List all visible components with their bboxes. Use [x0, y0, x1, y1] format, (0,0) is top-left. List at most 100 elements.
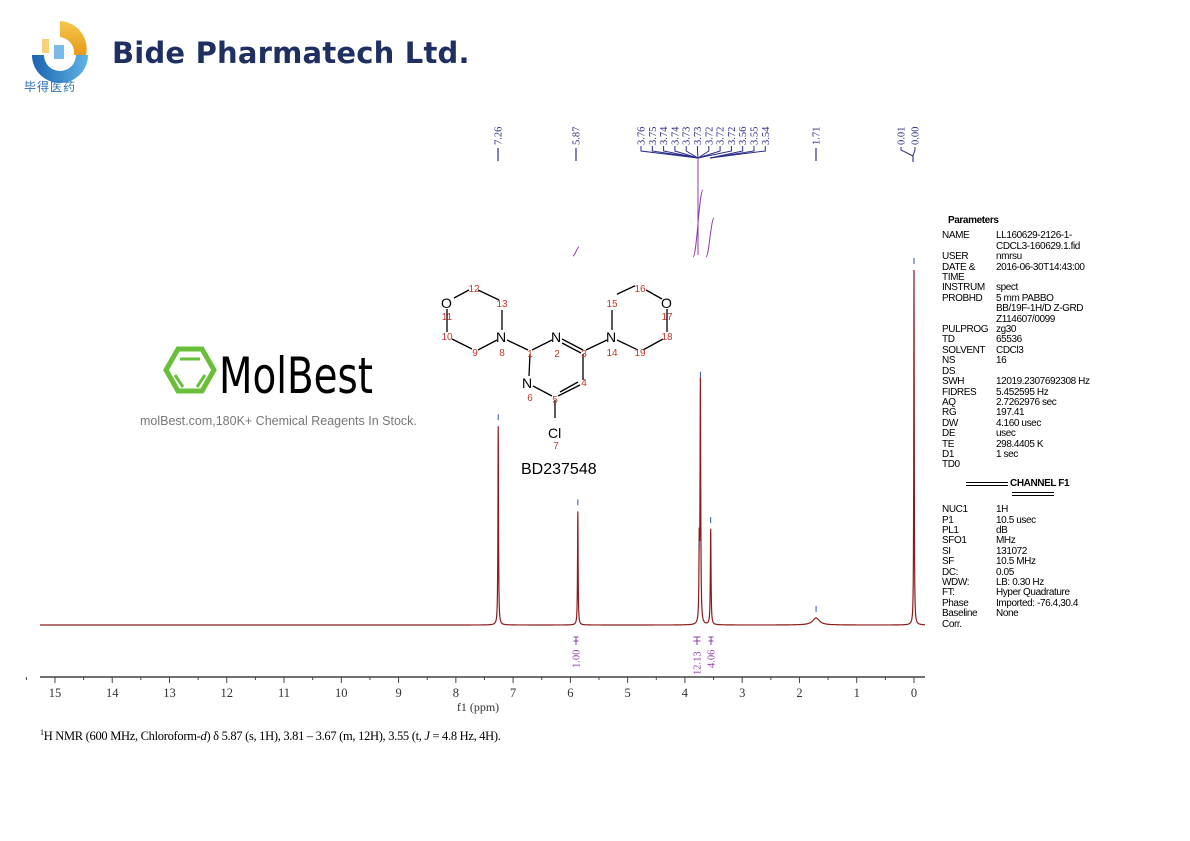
parameter-key: TE	[942, 438, 954, 450]
parameter-row: Corr.	[942, 618, 1090, 630]
parameter-value: 5 mm PABBO BB/19F-1H/D Z-GRD Z114607/009…	[996, 292, 1084, 325]
caption-text: = 4.8 Hz, 4H).	[429, 729, 501, 744]
parameter-value: 4.160 usec	[996, 417, 1041, 429]
benzene-logo-icon	[163, 346, 217, 394]
peak-label: 0.00	[911, 127, 922, 145]
atom-nitrogen-14: N	[606, 329, 616, 345]
parameter-row: DS	[942, 366, 1090, 377]
peak-label-connector	[697, 146, 699, 159]
chemical-structure: O O N N N N Cl 1 2 3 4 5 6 7 8 9 10 11 1…	[441, 284, 673, 478]
parameter-row: FT:Hyper Quadrature	[942, 587, 1090, 599]
parameter-row: WDW: LB: 0.30 Hz	[942, 577, 1090, 588]
parameter-key: Corr.	[942, 618, 962, 630]
parameter-key: NUC1	[942, 504, 968, 516]
parameter-value: LB: 0.30 Hz	[996, 577, 1044, 588]
peak-label: 3.56	[738, 127, 749, 145]
parameter-key: DW	[942, 417, 958, 429]
peak-label: 0.01	[897, 127, 908, 145]
x-tick-label: 9	[395, 686, 401, 700]
parameter-value: nmrsu	[996, 251, 1022, 263]
parameter-key: TD0	[942, 459, 960, 471]
parameter-value: 2016-06-30T14:43:00	[996, 261, 1085, 273]
integral-curve	[692, 189, 704, 258]
integral-bracket	[693, 636, 701, 645]
x-tick-label: 12	[221, 686, 234, 700]
atom-number: 1	[527, 349, 533, 360]
peak-label: 3.73	[682, 127, 693, 145]
x-tick-label: 2	[796, 686, 802, 700]
peak-label-connector	[663, 146, 699, 159]
x-tick-label: 10	[335, 686, 348, 700]
parameter-row: DC:0.05	[942, 566, 1090, 578]
peak-label: 3.74	[659, 126, 670, 145]
atom-number: 14	[606, 348, 618, 359]
parameter-value: 10.5 MHz	[996, 556, 1036, 568]
caption-text: ) δ 5.87 (s, 1H), 3.81 – 3.67 (m, 12H), …	[206, 729, 425, 744]
parameter-value: 298.4405 K	[996, 438, 1044, 450]
parameter-value: spect	[996, 282, 1018, 294]
atom-number: 3	[581, 349, 587, 360]
parameter-row: INSTRUM spect	[942, 282, 1090, 294]
parameter-key: INSTRUM	[942, 282, 985, 294]
atom-number: 19	[634, 348, 646, 359]
peak-label-connector	[640, 146, 699, 159]
atom-number: 7	[553, 441, 559, 452]
parameter-key: Phase	[942, 597, 969, 609]
x-tick-label: 3	[739, 686, 745, 700]
parameter-key: DE	[942, 428, 956, 440]
x-tick-label: 14	[106, 686, 119, 700]
parameter-value: dB	[996, 524, 1008, 536]
logo-chinese-text: 毕得医药	[24, 80, 77, 94]
peak-label-connector	[674, 146, 699, 159]
nmr-caption: 1H NMR (600 MHz, Chloroform-d) δ 5.87 (s…	[40, 728, 501, 744]
channel-f1-heading: CHANNEL F1	[966, 477, 1090, 489]
peak-label: 3.55	[750, 127, 761, 145]
x-tick-label: 11	[278, 686, 290, 700]
peak-label: 3.72	[727, 127, 738, 145]
peak-label-connector	[709, 146, 766, 159]
atom-number: 5	[552, 395, 558, 406]
atom-number: 18	[661, 332, 673, 343]
parameter-row: TE 298.4405 K	[942, 438, 1090, 450]
channel-title: CHANNEL F1	[1010, 477, 1070, 489]
parameter-key: PULPROG	[942, 324, 989, 336]
parameter-key: USER	[942, 251, 969, 263]
integral-bracket	[708, 636, 714, 645]
parameter-key: DATE & TIME	[942, 261, 975, 284]
parameter-key: WDW:	[942, 577, 970, 588]
parameter-value: 0.05	[996, 566, 1014, 578]
peak-label-connector	[697, 146, 732, 159]
atom-number: 4	[581, 378, 587, 389]
x-tick-label: 7	[510, 686, 516, 700]
parameter-value: 1 sec	[996, 448, 1018, 460]
parameter-key: FIDRES	[942, 386, 977, 398]
compound-id: BD237548	[521, 461, 597, 478]
parameter-key: SWH	[942, 376, 965, 388]
x-tick-label: 15	[49, 686, 62, 700]
parameter-key: AQ	[942, 396, 956, 408]
peak-label-connector	[900, 147, 914, 157]
atom-number: 6	[527, 393, 533, 404]
peak-label-connector	[697, 146, 721, 159]
peak-label: 7.26	[494, 127, 505, 145]
parameter-key: FT:	[942, 587, 955, 599]
atom-number: 13	[496, 299, 508, 310]
parameter-value: 65536	[996, 334, 1022, 346]
parameter-key: RG	[942, 407, 957, 419]
double-rule	[966, 481, 1008, 486]
parameter-value: 12019.2307692308 Hz	[996, 376, 1090, 388]
atom-number: 8	[499, 348, 505, 359]
atom-number: 15	[606, 299, 618, 310]
parameter-value: 2.7262976 sec	[996, 396, 1057, 408]
company-name: Bide Pharmatech Ltd.	[112, 36, 470, 70]
